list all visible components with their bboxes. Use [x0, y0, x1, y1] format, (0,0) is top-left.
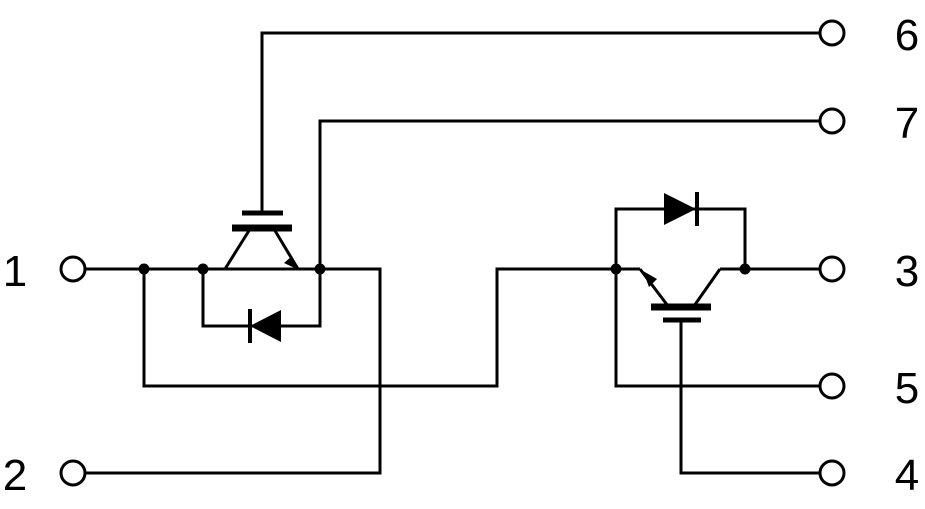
terminal-7-circle [818, 107, 846, 135]
collector-leg [692, 268, 722, 307]
wire-to-terminal-2 [84, 267, 382, 475]
igbt-right-icon [616, 267, 745, 323]
terminal-2-circle [59, 459, 87, 487]
terminal-label-7: 7 [895, 99, 919, 148]
junction-dot [739, 263, 751, 275]
junction-dots [138, 263, 751, 275]
junction-dot [610, 263, 622, 275]
emitter-leg [638, 268, 670, 307]
terminal-label-1: 1 [3, 247, 27, 296]
terminal-label-6: 6 [895, 11, 919, 60]
wire-terminal-6 [260, 31, 821, 215]
terminal-5-circle [818, 372, 846, 400]
terminal-3-circle [818, 255, 846, 283]
wire-terminal-5 [614, 267, 821, 388]
junction-dot [197, 263, 209, 275]
emitter-arrow-icon [643, 271, 657, 287]
wire-right-diode-loop [614, 207, 747, 271]
emitter-arrow-icon [284, 256, 299, 270]
terminal-circles [59, 19, 846, 487]
igbt-left-icon [223, 210, 300, 270]
terminal-label-4: 4 [895, 451, 919, 500]
wire-cross-link [142, 267, 618, 388]
diode-left-icon [248, 309, 281, 343]
diode-right-icon [664, 192, 699, 226]
terminal-label-3: 3 [895, 247, 919, 296]
diode-triangle [664, 193, 696, 225]
terminal-1-circle [59, 255, 87, 283]
terminal-6-circle [818, 19, 846, 47]
collector-leg [223, 228, 252, 270]
diode-triangle [250, 310, 281, 342]
wire-left-diode-loop [201, 267, 322, 328]
wire-terminal-4 [679, 318, 821, 475]
terminal-label-5: 5 [895, 364, 919, 413]
terminal-label-2: 2 [3, 451, 27, 500]
junction-dot [138, 263, 150, 275]
junction-dot [314, 263, 326, 275]
wires [84, 31, 821, 475]
wire-terminal-7 [318, 119, 821, 271]
terminal-labels: 1 2 3 4 5 6 7 [3, 11, 919, 500]
terminal-4-circle [818, 459, 846, 487]
